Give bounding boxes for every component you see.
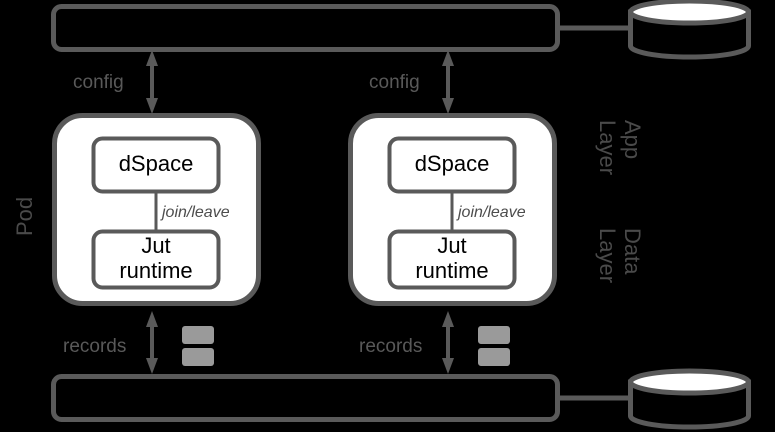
pod-2-dspace-box[interactable] — [387, 136, 517, 194]
pod-2-jut-runtime-label: Jut runtime — [415, 233, 489, 283]
join-leave-label-pod-1: join/leave — [162, 204, 230, 221]
bottom-store-lid — [628, 368, 751, 396]
records-arrow-pod-1 — [146, 311, 158, 374]
bottom-records-bus — [51, 374, 560, 422]
config-label-pod-2: config — [369, 72, 420, 93]
app-layer-label-line2: Layer — [595, 120, 620, 176]
app-layer-label-line1: App — [620, 120, 645, 160]
data-layer-label-line1: Data — [620, 228, 645, 275]
top-config-bus — [51, 4, 560, 52]
pod-1-dspace-label: dSpace — [118, 151, 194, 176]
record-icon-pod-1 — [182, 326, 214, 366]
config-arrow-pod-2 — [442, 50, 454, 114]
data-layer-label-line2: Layer — [595, 228, 620, 284]
pod-1-dspace-box[interactable] — [91, 136, 221, 194]
config-arrow-pod-1 — [146, 50, 158, 114]
pod-2-jut-runtime-box[interactable] — [387, 229, 517, 290]
top-store-lid — [628, 0, 751, 26]
records-label-pod-2: records — [359, 336, 423, 357]
pod-1-jut-runtime-label: Jut runtime — [119, 233, 193, 283]
pod-1-jut-runtime-box[interactable] — [91, 229, 221, 290]
pod-side-label: Pod — [12, 196, 37, 236]
pod-2-dspace-label: dSpace — [414, 151, 490, 176]
records-label-pod-1: records — [63, 336, 127, 357]
join-leave-label-pod-2: join/leave — [458, 204, 526, 221]
records-arrow-pod-2 — [442, 311, 454, 374]
config-label-pod-1: config — [73, 72, 124, 93]
record-icon-pod-2 — [478, 326, 510, 366]
